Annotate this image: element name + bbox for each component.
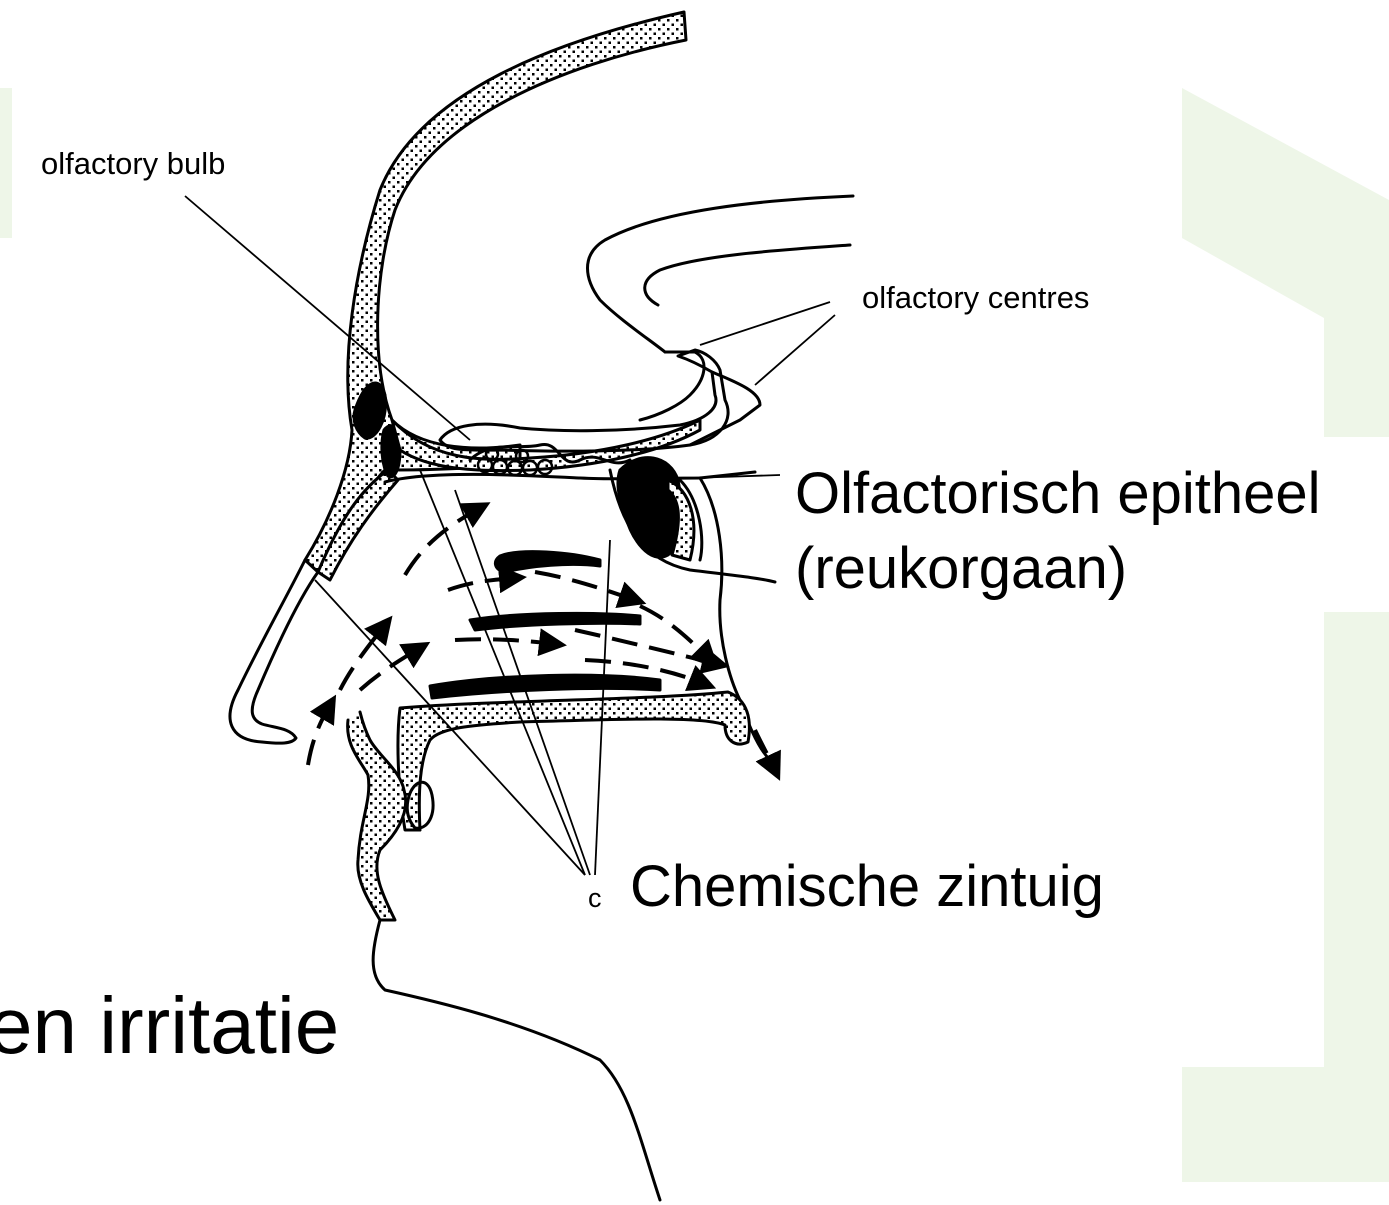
olfactory-epithelium-region [618,458,681,558]
label-c-marker: c [588,883,602,914]
leader-olfactory-centre-1 [700,302,830,345]
label-reukorgaan: (reukorgaan) [795,537,1127,601]
brain-outline-outer [588,196,854,352]
airflow-arrows [308,508,775,770]
airflow-arrow [340,625,385,690]
airflow-arrow [640,606,710,660]
airflow-arrow [308,705,330,765]
airflow-arrow [535,572,635,600]
airflow-arrow [455,639,555,644]
inferior-turbinate [430,675,660,698]
label-olfactory-epithelium: Olfactorisch epitheel [795,462,1320,526]
leader-lines [185,196,835,875]
label-olfactory-bulb: olfactory bulb [41,146,225,182]
label-olfactory-centres: olfactory centres [862,280,1089,316]
label-irritation: en irritatie [0,980,339,1072]
leader-c-2 [420,470,585,875]
airflow-arrow [405,508,480,575]
superior-turbinate [495,552,600,572]
airflow-arrow [755,730,775,770]
chin-neck-contour [373,920,660,1200]
airflow-arrow [448,578,515,590]
brain-outline-inner [645,245,850,305]
leader-olfactory-bulb [185,196,470,440]
nose-outline [230,560,318,743]
middle-turbinate [470,613,640,630]
hard-palate [398,692,749,830]
leader-olfactory-centre-2 [755,315,835,385]
label-chemical-sense: Chemische zintuig [630,855,1104,919]
